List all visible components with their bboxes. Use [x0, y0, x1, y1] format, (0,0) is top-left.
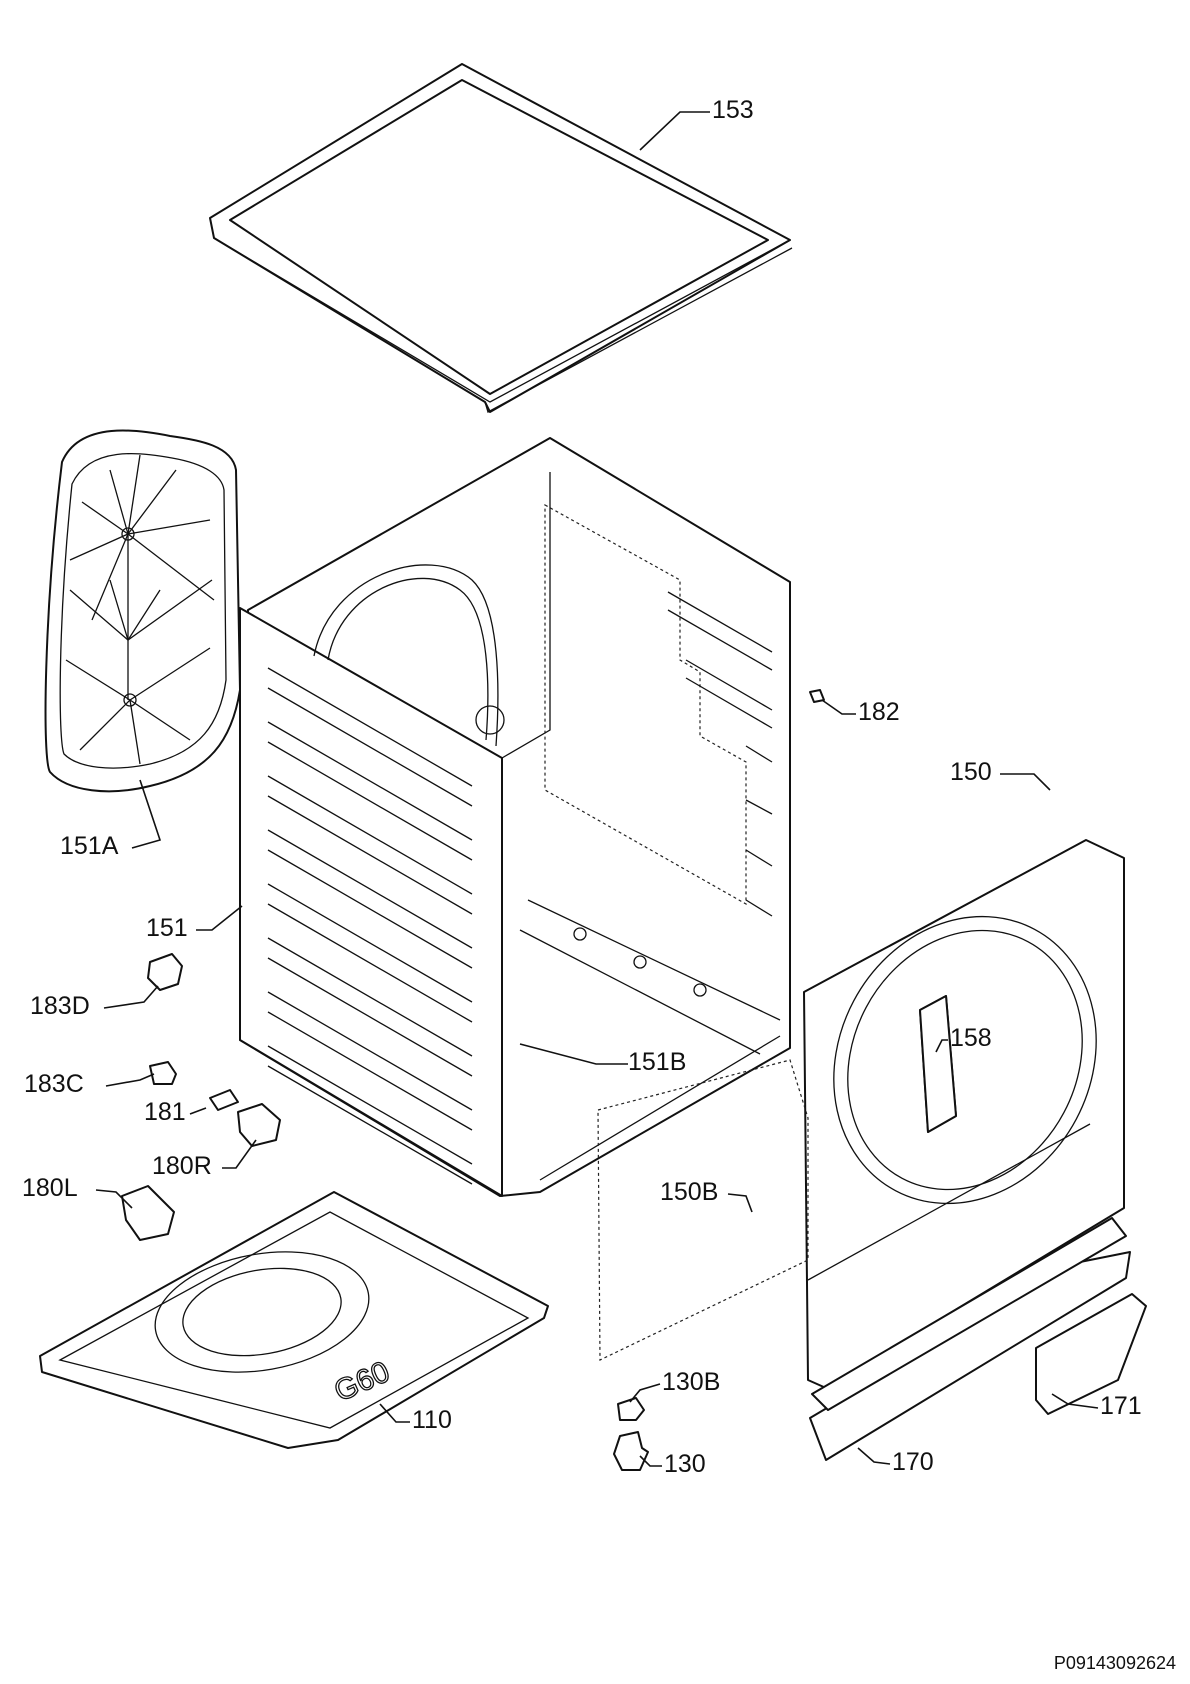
callout-170: 170: [892, 1448, 934, 1476]
callout-153: 153: [712, 96, 754, 124]
part-180L-bracket: [121, 1185, 175, 1241]
part-151-cabinet: [239, 437, 791, 1197]
callout-180L: 180L: [22, 1174, 78, 1202]
callout-180R: 180R: [152, 1152, 212, 1180]
part-181-clip: [209, 1089, 239, 1111]
callout-130B: 130B: [662, 1368, 721, 1396]
callout-151A: 151A: [60, 832, 119, 860]
part-183D-clip: [147, 953, 183, 991]
callout-130: 130: [664, 1450, 706, 1478]
callout-183D: 183D: [30, 992, 90, 1020]
part-151A-rear-panel: [44, 429, 241, 793]
part-158-hinge-plate: [919, 995, 957, 1133]
part-130-foot: [613, 1431, 649, 1471]
part-180R-bracket: [237, 1103, 281, 1147]
callout-150B: 150B: [660, 1178, 719, 1206]
callout-151: 151: [146, 914, 188, 942]
part-182-clip: [809, 689, 825, 703]
part-153-top-cover: [209, 63, 793, 413]
part-183C-clip: [149, 1061, 177, 1085]
callout-110: 110: [412, 1406, 452, 1434]
part-110-base: G60: [39, 1191, 549, 1449]
part-150B-gasket: [597, 1059, 809, 1361]
callout-181: 181: [144, 1098, 186, 1126]
callout-183C: 183C: [24, 1070, 84, 1098]
callout-150: 150: [950, 758, 992, 786]
callout-171: 171: [1100, 1392, 1142, 1420]
part-150-lower-trim: [811, 1217, 1127, 1411]
leader-lines: [95, 111, 1099, 1467]
callout-151B: 151B: [628, 1048, 687, 1076]
drawing-code: P09143092624: [1053, 1653, 1176, 1673]
callout-182: 182: [858, 698, 900, 726]
callout-158: 158: [950, 1024, 992, 1052]
part-171-handle: [1035, 1293, 1147, 1415]
